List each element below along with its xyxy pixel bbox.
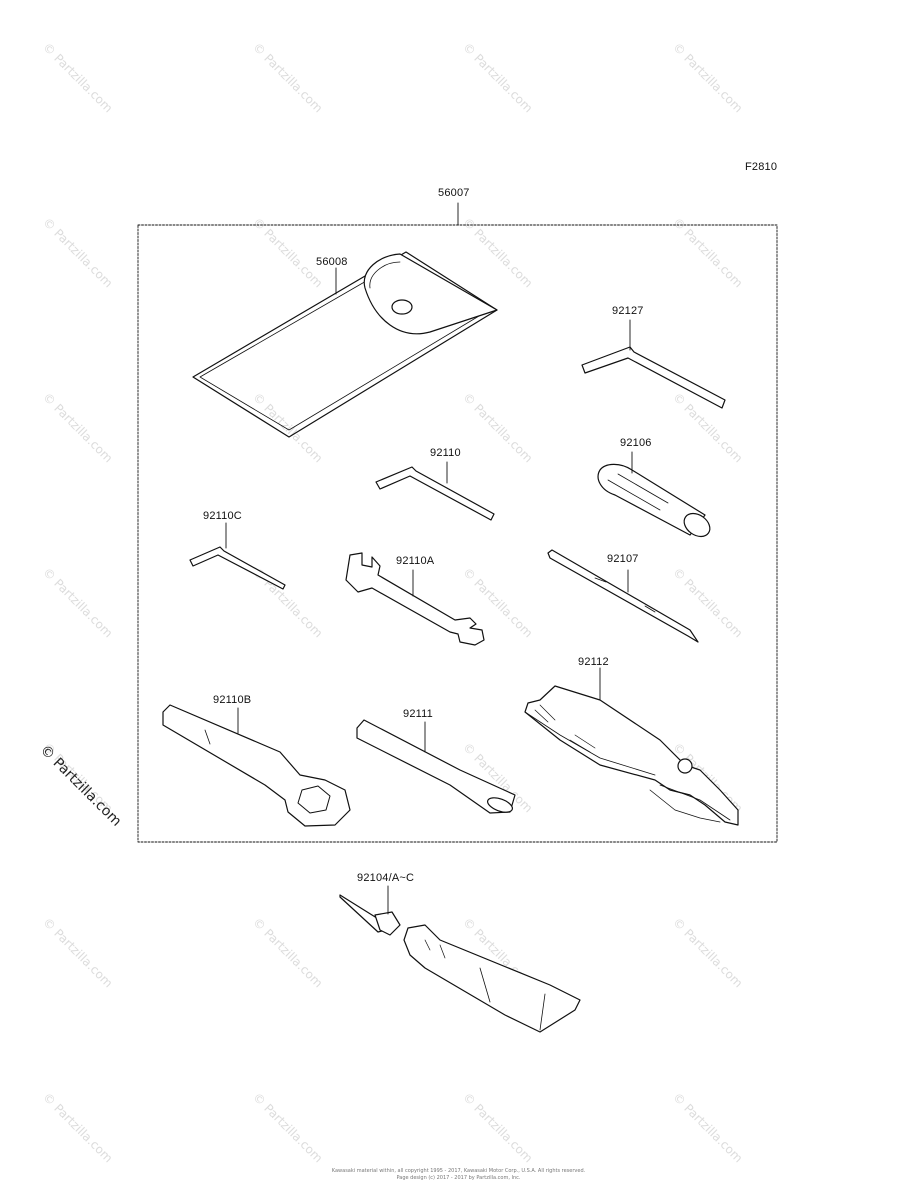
part-label-56007[interactable]: 56007	[438, 187, 470, 199]
part-label-92106[interactable]: 92106	[620, 437, 652, 449]
gauge-and-grease-tube-illustration[interactable]	[339, 885, 581, 1033]
part-label-92110C[interactable]: 92110C	[203, 510, 242, 522]
part-label-92110[interactable]: 92110	[430, 447, 461, 459]
part-label-92110B[interactable]: 92110B	[213, 694, 252, 706]
open-wrench-92110A-illustration[interactable]	[345, 552, 485, 646]
part-label-92110A[interactable]: 92110A	[396, 555, 435, 567]
hex-wrench-92127-illustration[interactable]	[581, 319, 726, 409]
pliers-92112-illustration[interactable]	[524, 667, 739, 826]
kit-boundary-box	[137, 202, 778, 843]
tube-bar-92111-illustration[interactable]	[356, 719, 516, 815]
box-wrench-92110B-illustration[interactable]	[162, 704, 351, 827]
hex-wrench-92110C-illustration[interactable]	[189, 522, 286, 590]
screwdriver-92107-illustration[interactable]	[547, 549, 699, 643]
tool-case-illustration[interactable]	[192, 251, 498, 438]
socket-92106-illustration[interactable]	[597, 451, 714, 541]
part-label-92127[interactable]: 92127	[612, 305, 644, 317]
copyright-line-2: Page design (c) 2017 - 2017 by Partzilla…	[396, 1175, 521, 1181]
figure-code: F2810	[745, 161, 778, 173]
part-label-92104[interactable]: 92104/A~C	[357, 872, 415, 884]
part-label-92111[interactable]: 92111	[403, 708, 433, 720]
hex-wrench-92110-illustration[interactable]	[375, 461, 495, 521]
copyright-line-1: Kawasaki material within, all copyright …	[331, 1168, 586, 1174]
part-label-56008[interactable]: 56008	[316, 256, 348, 268]
part-label-92112[interactable]: 92112	[578, 656, 609, 668]
part-label-92107[interactable]: 92107	[607, 553, 639, 565]
